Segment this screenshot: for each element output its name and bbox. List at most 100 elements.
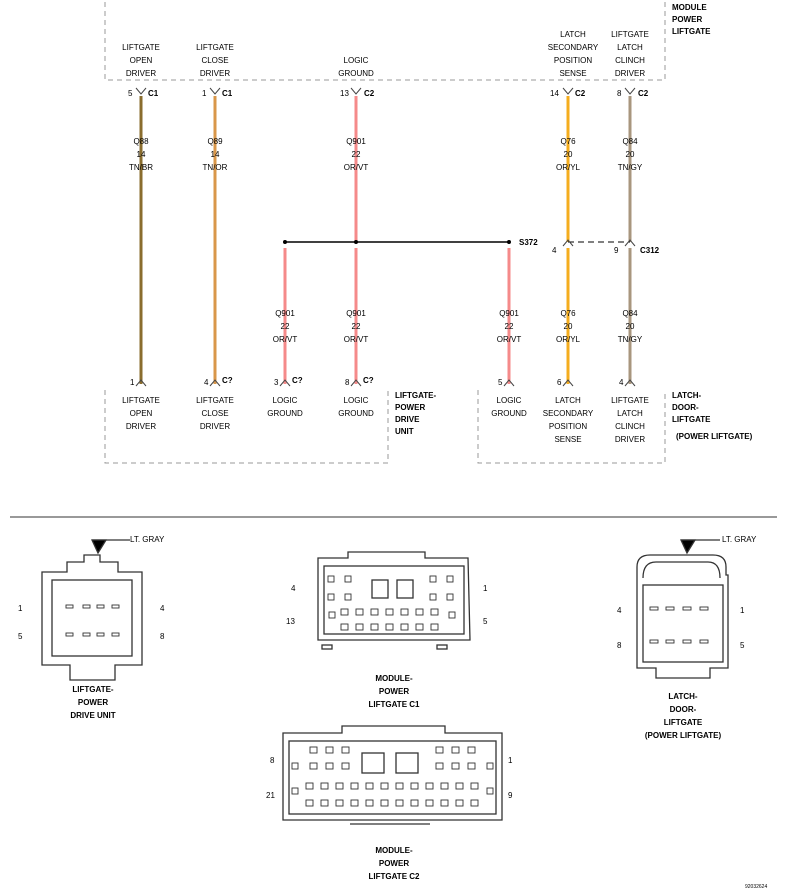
svg-text:1: 1: [740, 606, 745, 615]
svg-text:POSITION: POSITION: [549, 422, 587, 431]
svg-text:LOGIC: LOGIC: [497, 396, 522, 405]
svg-text:Q901: Q901: [499, 309, 519, 318]
svg-text:Q89: Q89: [207, 137, 223, 146]
svg-text:Q76: Q76: [560, 309, 576, 318]
svg-text:MODULE-: MODULE-: [375, 674, 413, 683]
svg-text:9: 9: [508, 791, 513, 800]
svg-text:1: 1: [130, 378, 135, 387]
svg-text:LIFTGATE C2: LIFTGATE C2: [369, 872, 421, 881]
svg-text:4: 4: [291, 584, 296, 593]
svg-text:LATCH-: LATCH-: [668, 692, 698, 701]
svg-text:LIFTGATE: LIFTGATE: [664, 718, 703, 727]
svg-text:LT. GRAY: LT. GRAY: [722, 535, 757, 544]
svg-text:14: 14: [211, 150, 220, 159]
svg-text:DRIVER: DRIVER: [126, 422, 156, 431]
svg-text:LIFTGATE C1: LIFTGATE C1: [369, 700, 421, 709]
svg-text:LIFTGATE-: LIFTGATE-: [395, 391, 437, 400]
svg-text:8: 8: [270, 756, 275, 765]
c312-pin-right: 9: [614, 246, 619, 255]
svg-text:OR/YL: OR/YL: [556, 163, 581, 172]
svg-text:CLOSE: CLOSE: [201, 409, 228, 418]
svg-text:5: 5: [498, 378, 503, 387]
svg-text:20: 20: [564, 322, 573, 331]
latch-connector-view: [636, 539, 729, 679]
svg-text:LIFTGATE: LIFTGATE: [196, 43, 234, 52]
svg-text:LIFTGATE: LIFTGATE: [672, 415, 711, 424]
svg-text:LIFTGATE: LIFTGATE: [122, 43, 160, 52]
svg-text:Q84: Q84: [622, 309, 638, 318]
svg-text:C?: C?: [222, 376, 233, 385]
svg-text:POWER: POWER: [78, 698, 108, 707]
drive-unit-pin-numbers: 1 4 C? 3 C? 8 C?: [130, 376, 374, 387]
svg-text:GROUND: GROUND: [338, 69, 374, 78]
svg-text:C2: C2: [638, 89, 649, 98]
svg-text:1: 1: [202, 89, 207, 98]
svg-text:POWER: POWER: [379, 859, 409, 868]
svg-text:5: 5: [18, 632, 23, 641]
wire-labels-bottom: Q901 22 OR/VT Q901 22 OR/VT Q901 22 OR/V…: [273, 309, 643, 344]
module-c1-connector-view: [317, 551, 471, 650]
svg-text:LT. GRAY: LT. GRAY: [130, 535, 165, 544]
svg-text:14: 14: [550, 89, 559, 98]
svg-text:3: 3: [274, 378, 279, 387]
svg-text:DRIVER: DRIVER: [615, 435, 645, 444]
drive-unit-connector-labels: LT. GRAY 1 4 5 8 LIFTGATE- POWER DRIVE U…: [18, 535, 165, 720]
svg-text:20: 20: [626, 322, 635, 331]
svg-text:8: 8: [160, 632, 165, 641]
figure-id: 92032624: [745, 884, 767, 890]
module-c2-connector-labels: 8 1 21 9 MODULE- POWER LIFTGATE C2: [266, 756, 513, 881]
svg-text:8: 8: [345, 378, 350, 387]
svg-text:OR/VT: OR/VT: [344, 335, 369, 344]
svg-text:14: 14: [137, 150, 146, 159]
drive-unit-box: LIFTGATE- POWER DRIVE UNIT: [104, 390, 437, 464]
latch-connector-labels: LT. GRAY 4 1 8 5 LATCH- DOOR- LIFTGATE (…: [617, 535, 757, 740]
splice-label: S372: [519, 238, 538, 247]
svg-text:OR/VT: OR/VT: [273, 335, 298, 344]
svg-text:UNIT: UNIT: [395, 427, 414, 436]
svg-text:POWER: POWER: [379, 687, 409, 696]
svg-text:Q901: Q901: [346, 309, 366, 318]
module-title-line-3: LIFTGATE: [672, 27, 711, 36]
svg-text:TN/BR: TN/BR: [129, 163, 153, 172]
svg-text:OR/YL: OR/YL: [556, 335, 581, 344]
svg-text:LATCH-: LATCH-: [672, 391, 702, 400]
module-c1-connector-labels: 4 1 13 5 MODULE- POWER LIFTGATE C1: [286, 584, 488, 709]
svg-text:DRIVER: DRIVER: [200, 69, 230, 78]
svg-text:Q76: Q76: [560, 137, 576, 146]
svg-text:20: 20: [626, 150, 635, 159]
svg-text:POSITION: POSITION: [554, 56, 592, 65]
svg-text:TN/OR: TN/OR: [203, 163, 228, 172]
svg-text:(POWER LIFTGATE): (POWER LIFTGATE): [676, 432, 753, 441]
svg-text:22: 22: [352, 150, 361, 159]
svg-text:5: 5: [740, 641, 745, 650]
svg-text:OPEN: OPEN: [130, 409, 153, 418]
svg-text:C1: C1: [148, 89, 159, 98]
c312-label: C312: [640, 246, 660, 255]
drive-unit-connector-view: [41, 539, 143, 681]
svg-text:C1: C1: [222, 89, 233, 98]
module-c2-connector-view: [282, 725, 503, 825]
drive-unit-pin-labels: LIFTGATE OPEN DRIVER LIFTGATE CLOSE DRIV…: [122, 396, 374, 431]
svg-text:LOGIC: LOGIC: [344, 396, 369, 405]
svg-text:LIFTGATE: LIFTGATE: [122, 396, 160, 405]
svg-text:Q84: Q84: [622, 137, 638, 146]
svg-text:20: 20: [564, 150, 573, 159]
svg-text:1: 1: [508, 756, 513, 765]
latch-pin-labels: LOGIC GROUND LATCH SECONDARY POSITION SE…: [491, 396, 649, 444]
bottom-terminal-marks: [135, 379, 636, 387]
svg-text:CLOSE: CLOSE: [201, 56, 228, 65]
svg-text:DRIVE: DRIVE: [395, 415, 420, 424]
svg-text:22: 22: [352, 322, 361, 331]
svg-text:Q901: Q901: [346, 137, 366, 146]
svg-text:DRIVER: DRIVER: [615, 69, 645, 78]
svg-text:DOOR-: DOOR-: [672, 403, 699, 412]
svg-text:13: 13: [286, 617, 295, 626]
svg-text:SECONDARY: SECONDARY: [548, 43, 599, 52]
svg-text:22: 22: [505, 322, 514, 331]
svg-text:DRIVER: DRIVER: [200, 422, 230, 431]
svg-text:OPEN: OPEN: [130, 56, 153, 65]
svg-text:4: 4: [204, 378, 209, 387]
svg-text:LATCH: LATCH: [560, 30, 586, 39]
